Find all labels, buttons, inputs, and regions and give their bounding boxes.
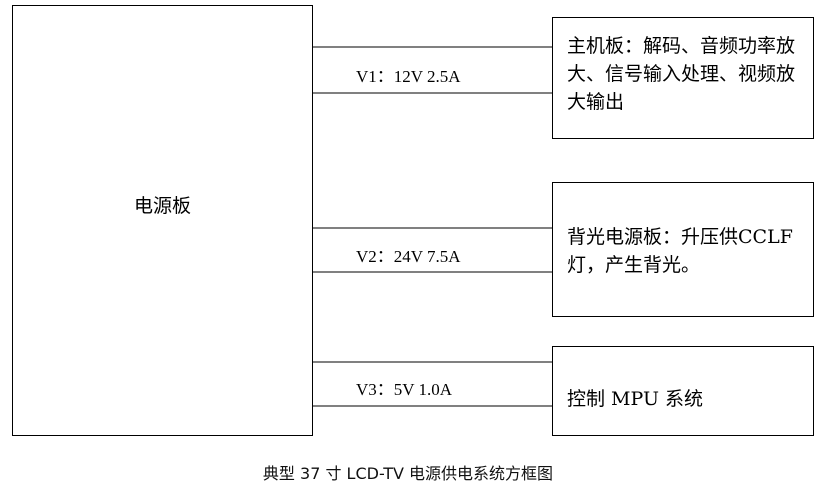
mpu-system-label: 控制 MPU 系统 xyxy=(567,388,703,410)
power-board-label: 电源板 xyxy=(133,195,191,217)
backlight-board-box: 背光电源板：升压供CCLF 灯，产生背光。 xyxy=(552,182,814,317)
mpu-system-box: 控制 MPU 系统 xyxy=(552,346,814,436)
main-board-box: 主机板：解码、音频功率放大、信号输入处理、视频放大输出 xyxy=(552,17,814,139)
rail-2-label: V2：24V 7.5A xyxy=(356,247,461,266)
backlight-board-label: 背光电源板：升压供CCLF 灯，产生背光。 xyxy=(567,226,793,276)
rail-3-label: V3：5V 1.0A xyxy=(356,380,453,399)
power-board-box: 电源板 xyxy=(12,5,313,436)
main-board-label: 主机板：解码、音频功率放大、信号输入处理、视频放大输出 xyxy=(567,35,796,113)
rail-1-label: V1：12V 2.5A xyxy=(356,67,461,86)
diagram-caption: 典型 37 寸 LCD-TV 电源供电系统方框图 xyxy=(262,464,554,483)
